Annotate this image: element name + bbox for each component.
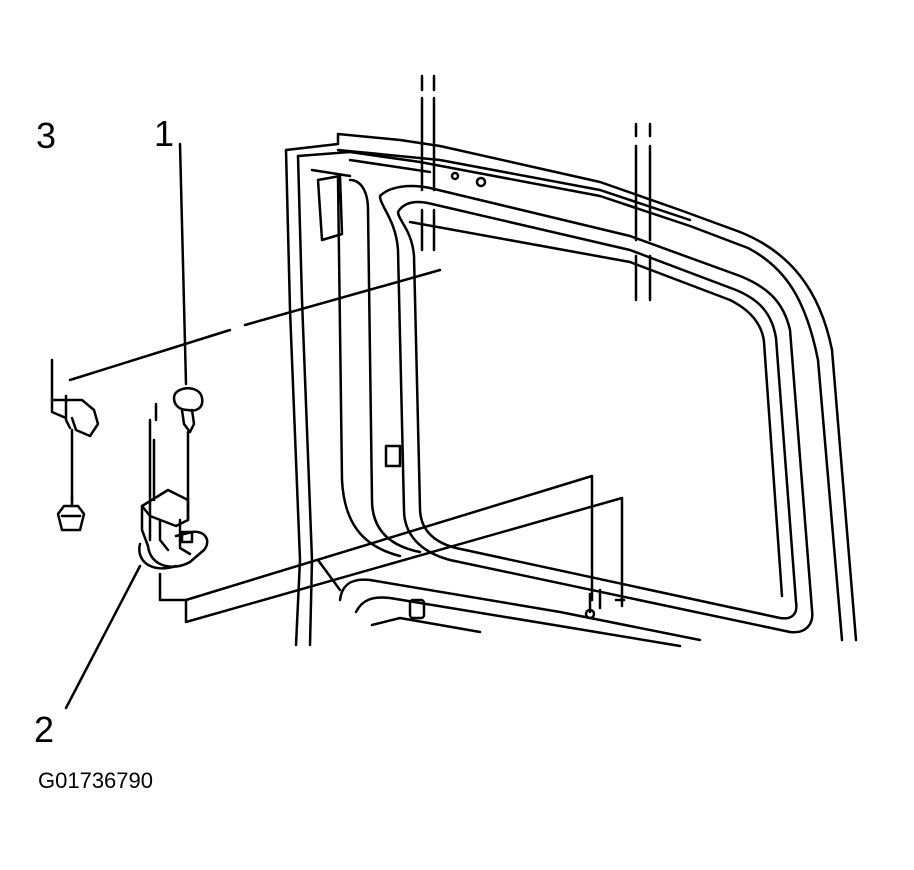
callout-number-3: 3: [36, 115, 57, 156]
callout-2-leader: [66, 566, 140, 708]
clip-part-3: [52, 360, 98, 500]
door-left-edge-inner: [298, 156, 312, 645]
alignment-lines-top: [422, 76, 650, 300]
window-opening-outer: [380, 186, 812, 632]
callout-number-1: 1: [154, 113, 175, 154]
pillar-notch: [318, 176, 342, 240]
retainer-part-1: [174, 144, 202, 520]
nut-part: [58, 496, 84, 530]
bracket-part-2: [139, 404, 207, 568]
window-opening-inner: [398, 202, 796, 618]
callout-3-leader: [70, 330, 230, 380]
callout-number-2: 2: [34, 709, 55, 750]
door-outer-frame-inner: [298, 152, 842, 640]
door-left-edge: [286, 150, 300, 645]
figure-code-label: G01736790: [38, 768, 153, 793]
